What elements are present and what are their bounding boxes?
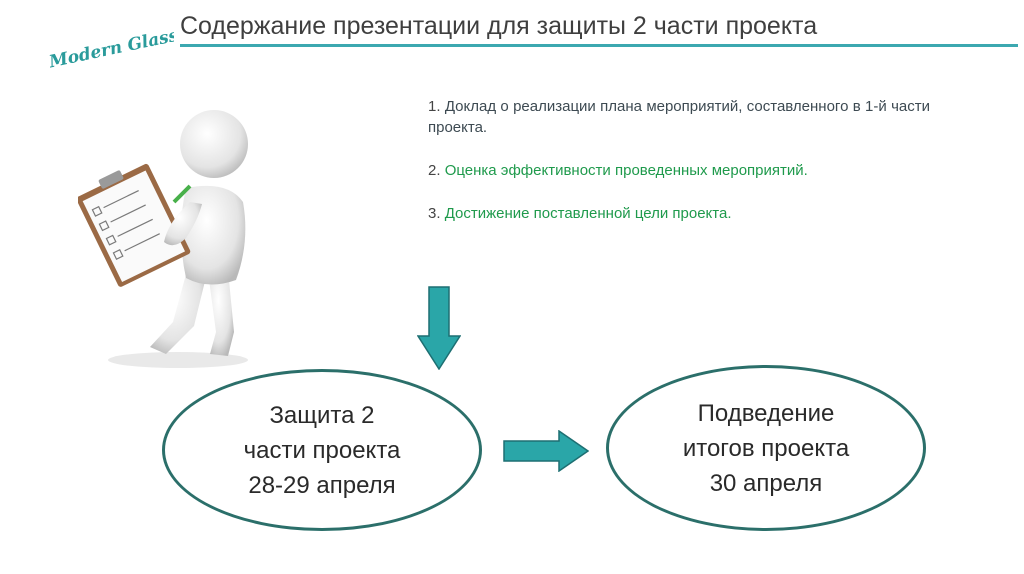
arrow-right-icon bbox=[503, 430, 589, 472]
item-text: Оценка эффективности проведенных меропри… bbox=[444, 162, 808, 179]
brand-logo: Modern Glass bbox=[46, 25, 174, 70]
stage-summary: Подведение итогов проекта 30 апреля bbox=[606, 365, 926, 531]
person-with-clipboard-illustration bbox=[78, 110, 248, 368]
stage-line: 28-29 апреля bbox=[248, 471, 396, 499]
item-number: 3. bbox=[428, 205, 441, 222]
stage-line: итогов проекта bbox=[682, 434, 850, 462]
stage-line: части проекта bbox=[243, 436, 401, 464]
stage-line: 30 апреля bbox=[709, 469, 823, 497]
agenda-list: 1. Доклад о реализации плана мероприятий… bbox=[428, 96, 930, 246]
item-number: 1. bbox=[428, 98, 441, 115]
item-text: Достижение поставленной цели проекта. bbox=[444, 205, 732, 222]
stage-line: Защита 2 bbox=[269, 401, 375, 429]
agenda-item: 3. Достижение поставленной цели проекта. bbox=[428, 203, 930, 224]
stage-defense: Защита 2 части проекта 28-29 апреля bbox=[162, 369, 482, 531]
title-underline bbox=[180, 44, 1018, 47]
agenda-item: 1. Доклад о реализации плана мероприятий… bbox=[428, 96, 930, 138]
agenda-item: 2. Оценка эффективности проведенных меро… bbox=[428, 160, 930, 181]
arrow-down-icon bbox=[417, 286, 461, 370]
stage-line: Подведение bbox=[697, 399, 835, 427]
item-number: 2. bbox=[428, 162, 441, 179]
svg-text:Modern Glass: Modern Glass bbox=[46, 25, 174, 70]
item-text: Доклад о реализации плана мероприятий, с… bbox=[428, 98, 930, 136]
page-title: Содержание презентации для защиты 2 част… bbox=[180, 12, 818, 40]
